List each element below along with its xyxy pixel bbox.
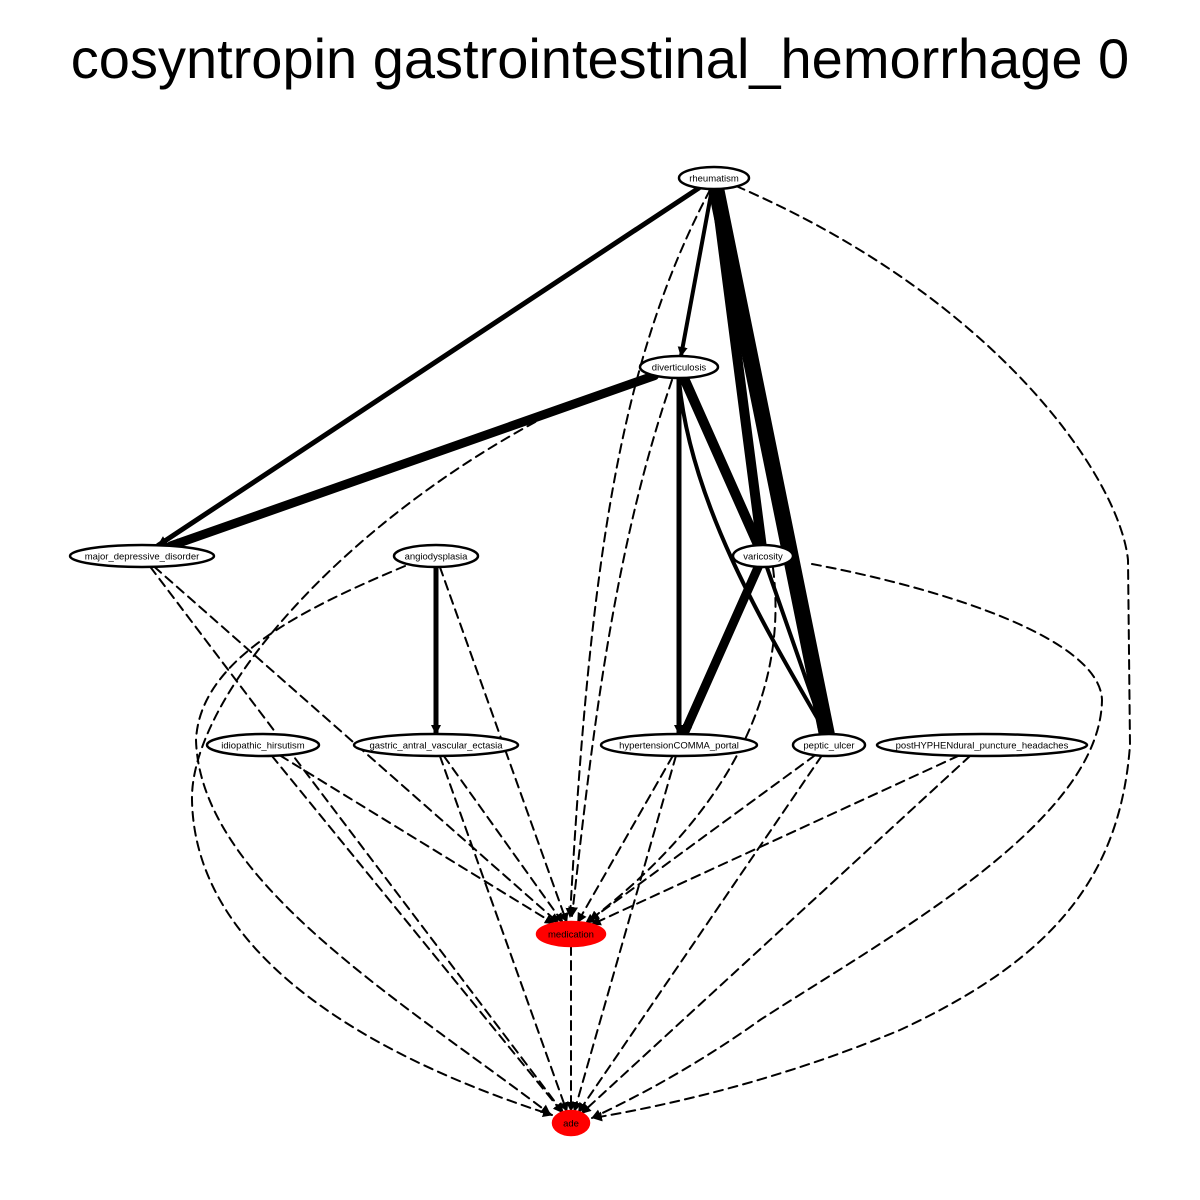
node-shape-major_depressive_disorder <box>68 543 216 569</box>
node-shape-hypertensionCOMMA_portal <box>599 732 759 758</box>
edge-angiodysplasia-to-ade <box>194 565 551 1115</box>
node-gastric_antral_vascular_ectasia: gastric_antral_vascular_ectasia <box>352 732 520 758</box>
edge-rheumatism-to-major_depressive_disorder <box>155 185 702 548</box>
node-idiopathic_hirsutism: idiopathic_hirsutism <box>205 732 321 758</box>
node-label-angiodysplasia: angiodysplasia <box>405 552 469 563</box>
node-peptic_ulcer: peptic_ulcer <box>791 732 867 758</box>
graph-title: cosyntropin gastrointestinal_hemorrhage … <box>70 27 1130 90</box>
edge-layer <box>149 181 1132 1122</box>
node-shape-ade <box>551 1109 591 1137</box>
node-varicosity: varicosity <box>731 543 795 569</box>
node-label-hypertensionCOMMA_portal: hypertensionCOMMA_portal <box>619 741 739 752</box>
node-shape-gastric_antral_vascular_ectasia <box>352 732 520 758</box>
node-label-rheumatism: rheumatism <box>689 174 739 185</box>
edge-gastric_antral_vascular_ectasia-to-ade <box>438 755 569 1113</box>
node-label-diverticulosis: diverticulosis <box>652 363 707 374</box>
node-label-idiopathic_hirsutism: idiopathic_hirsutism <box>221 741 305 752</box>
node-layer: rheumatism diverticulosis major_depressive… <box>68 165 1089 1137</box>
edge-idiopathic_hirsutism-to-medication <box>279 754 555 925</box>
node-hypertensionCOMMA_portal: hypertensionCOMMA_portal <box>599 732 759 758</box>
node-shape-rheumatism <box>677 165 751 191</box>
node-label-varicosity: varicosity <box>743 552 783 563</box>
node-label-gastric_antral_vascular_ectasia: gastric_antral_vascular_ectasia <box>369 741 503 752</box>
node-angiodysplasia: angiodysplasia <box>392 543 480 569</box>
edge-hypertensionCOMMA_portal-to-ade <box>572 755 677 1113</box>
edge-varicosity-to-hypertensionCOMMA_portal <box>679 562 763 739</box>
node-shape-idiopathic_hirsutism <box>205 732 321 758</box>
edge-gastric_antral_vascular_ectasia-to-medication <box>442 754 564 924</box>
edge-diverticulosis-to-ade <box>190 407 563 1118</box>
node-label-postHYPHENdural_puncture_headaches: postHYPHENdural_puncture_headaches <box>896 741 1069 752</box>
edge-rheumatism-to-ade <box>592 185 1132 1122</box>
node-label-peptic_ulcer: peptic_ulcer <box>803 741 854 752</box>
node-shape-diverticulosis <box>638 354 720 380</box>
edge-diverticulosis-to-varicosity <box>678 372 764 551</box>
edge-varicosity-to-ade <box>591 563 1104 1119</box>
edge-varicosity-to-peptic_ulcer <box>764 564 828 737</box>
edge-rheumatism-to-medication <box>565 189 711 918</box>
node-shape-medication <box>535 920 607 948</box>
node-label-ade: ade <box>563 1119 579 1130</box>
edge-varicosity-to-medication <box>589 567 777 921</box>
node-diverticulosis: diverticulosis <box>638 354 720 380</box>
edge-peptic_ulcer-to-ade <box>577 754 823 1114</box>
node-rheumatism: rheumatism <box>677 165 751 191</box>
edge-idiopathic_hirsutism-to-ade <box>270 754 564 1114</box>
edge-postHYPHENdural_puncture_headaches-to-medication <box>590 754 960 926</box>
edge-diverticulosis-to-peptic_ulcer <box>677 378 828 735</box>
node-shape-peptic_ulcer <box>791 732 867 758</box>
node-medication: medication <box>535 920 607 948</box>
node-label-major_depressive_disorder: major_depressive_disorder <box>85 552 200 563</box>
edge-diverticulosis-to-medication <box>568 379 673 917</box>
edge-hypertensionCOMMA_portal-to-medication <box>576 755 674 924</box>
node-postHYPHENdural_puncture_headaches: postHYPHENdural_puncture_headaches <box>875 732 1089 758</box>
node-shape-postHYPHENdural_puncture_headaches <box>875 732 1089 758</box>
edge-postHYPHENdural_puncture_headaches-to-ade <box>580 754 972 1115</box>
node-major_depressive_disorder: major_depressive_disorder <box>68 543 216 569</box>
node-ade: ade <box>551 1109 591 1137</box>
edge-diverticulosis-to-major_depressive_disorder <box>166 371 660 551</box>
edge-peptic_ulcer-to-medication <box>584 754 817 925</box>
edge-rheumatism-to-diverticulosis <box>677 187 714 358</box>
node-label-medication: medication <box>548 930 594 941</box>
node-shape-varicosity <box>731 543 795 569</box>
node-shape-angiodysplasia <box>392 543 480 569</box>
edge-rheumatism-to-peptic_ulcer <box>708 181 835 742</box>
edge-major_depressive_disorder-to-ade <box>149 565 564 1114</box>
